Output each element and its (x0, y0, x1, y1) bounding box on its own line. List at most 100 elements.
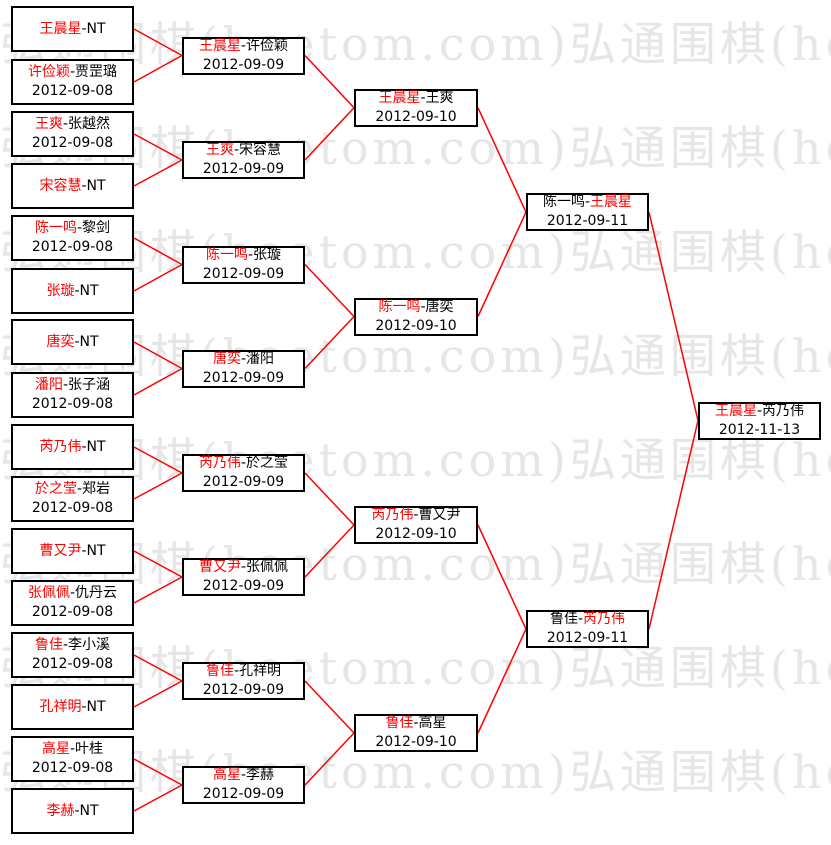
winner-name: 高星 (41, 741, 70, 757)
match-players: 王晨星-芮乃伟 (715, 402, 804, 421)
winner-name: 陈一鸣 (205, 246, 248, 263)
loser-name: 唐奕 (425, 298, 454, 315)
loser-name: NT (86, 177, 106, 194)
match-players: 鲁佳-李小溪 (35, 636, 110, 655)
match-players: 李赫-NT (46, 802, 98, 821)
bracket-connector (133, 550, 183, 578)
match-players: 鲁佳-芮乃伟 (550, 610, 625, 629)
loser-name: 曹又尹 (418, 507, 461, 523)
winner-name: 许俭颖 (27, 64, 70, 80)
loser-name: 黎剑 (82, 220, 111, 236)
match-date: 2012-09-10 (375, 526, 457, 542)
match-date: 2012-09-09 (202, 56, 285, 73)
round1-match: 许俭颖-贾罡璐 2012-09-08 (11, 59, 134, 105)
loser-name: 宋容慧 (239, 142, 282, 158)
match-date: 2012-09-10 (375, 734, 457, 750)
winner-name: 王晨星 (590, 194, 633, 211)
bracket-connector (133, 784, 183, 812)
winner-name: 王晨星 (39, 20, 82, 37)
match-players: 陈一鸣-王晨星 (543, 193, 632, 212)
bracket-connector (477, 524, 527, 630)
match-players: 张璇-NT (46, 282, 98, 301)
separator: - (240, 559, 247, 575)
separator: - (756, 402, 763, 419)
separator: - (240, 455, 247, 471)
match-players: 於之莹-郑岩 (35, 480, 110, 499)
separator: - (69, 585, 76, 601)
winner-name: 潘阳 (34, 377, 63, 393)
loser-name: NT (86, 698, 106, 715)
loser-name: 张璇 (253, 246, 282, 263)
match-date: 2012-09-09 (202, 161, 285, 177)
loser-name: NT (86, 438, 106, 455)
match-date: 2012-09-09 (202, 786, 285, 802)
match-date: 2012-09-08 (31, 760, 114, 776)
separator: - (76, 481, 83, 497)
loser-name: 芮乃伟 (762, 402, 805, 419)
separator: - (74, 333, 80, 350)
match-players: 唐奕-潘阳 (213, 350, 274, 369)
loser-name: 於之莹 (246, 455, 289, 471)
separator: - (81, 542, 87, 559)
separator: - (420, 89, 426, 106)
separator: - (420, 298, 426, 315)
match-players: 王晨星-NT (39, 20, 105, 39)
winner-name: 鲁佳 (34, 637, 63, 653)
separator: - (74, 802, 80, 819)
match-date: 2012-11-13 (718, 421, 801, 438)
separator: - (81, 698, 87, 715)
separator: - (413, 715, 419, 731)
winner-name: 曹又尹 (39, 542, 82, 559)
separator: - (69, 741, 76, 757)
separator: - (69, 64, 76, 80)
loser-name: NT (79, 333, 99, 350)
bracket-connector (304, 315, 355, 370)
bracket-connector (304, 472, 355, 526)
loser-name: 陈一鸣 (542, 194, 585, 211)
loser-name: NT (86, 542, 106, 559)
bracket-connector (648, 420, 699, 630)
loser-name: 张佩佩 (246, 559, 289, 575)
winner-name: 芮乃伟 (198, 455, 241, 471)
bracket-connector (477, 628, 527, 734)
separator: - (74, 282, 80, 299)
bracket-connector (133, 472, 183, 500)
winner-name: 鲁佳 (385, 715, 414, 731)
match-date: 2012-09-08 (31, 83, 114, 99)
match-date: 2012-09-09 (202, 265, 285, 282)
separator: - (62, 116, 69, 132)
match-date: 2012-09-11 (546, 630, 629, 646)
bracket-connector (133, 133, 183, 161)
round1-match: 孔祥明-NT (11, 684, 134, 730)
winner-name: 李赫 (46, 802, 75, 819)
winner-name: 王爽 (205, 142, 234, 158)
bracket-connector (133, 54, 183, 83)
match-players: 鲁佳-孔祥明 (206, 662, 281, 681)
loser-name: 高星 (418, 715, 447, 731)
separator: - (240, 350, 247, 367)
winner-name: 高星 (212, 767, 241, 783)
bracket-connector (304, 107, 355, 161)
winner-name: 王晨星 (198, 37, 241, 54)
loser-name: 贾罡璐 (75, 64, 118, 80)
separator: - (81, 177, 87, 194)
bracket-connector (133, 654, 183, 682)
match-players: 宋容慧-NT (39, 177, 105, 196)
match-players: 王爽-张越然 (35, 115, 110, 134)
match-players: 王晨星-王爽 (378, 89, 453, 108)
round1-match: 唐奕-NT (11, 319, 134, 365)
match-players: 芮乃伟-曹又尹 (371, 506, 460, 525)
match-players: 王晨星-许俭颖 (199, 37, 288, 56)
match-date: 2012-09-08 (31, 239, 114, 255)
bracket-connector (133, 446, 183, 474)
bracket-connector (304, 263, 355, 318)
separator: - (62, 637, 69, 653)
